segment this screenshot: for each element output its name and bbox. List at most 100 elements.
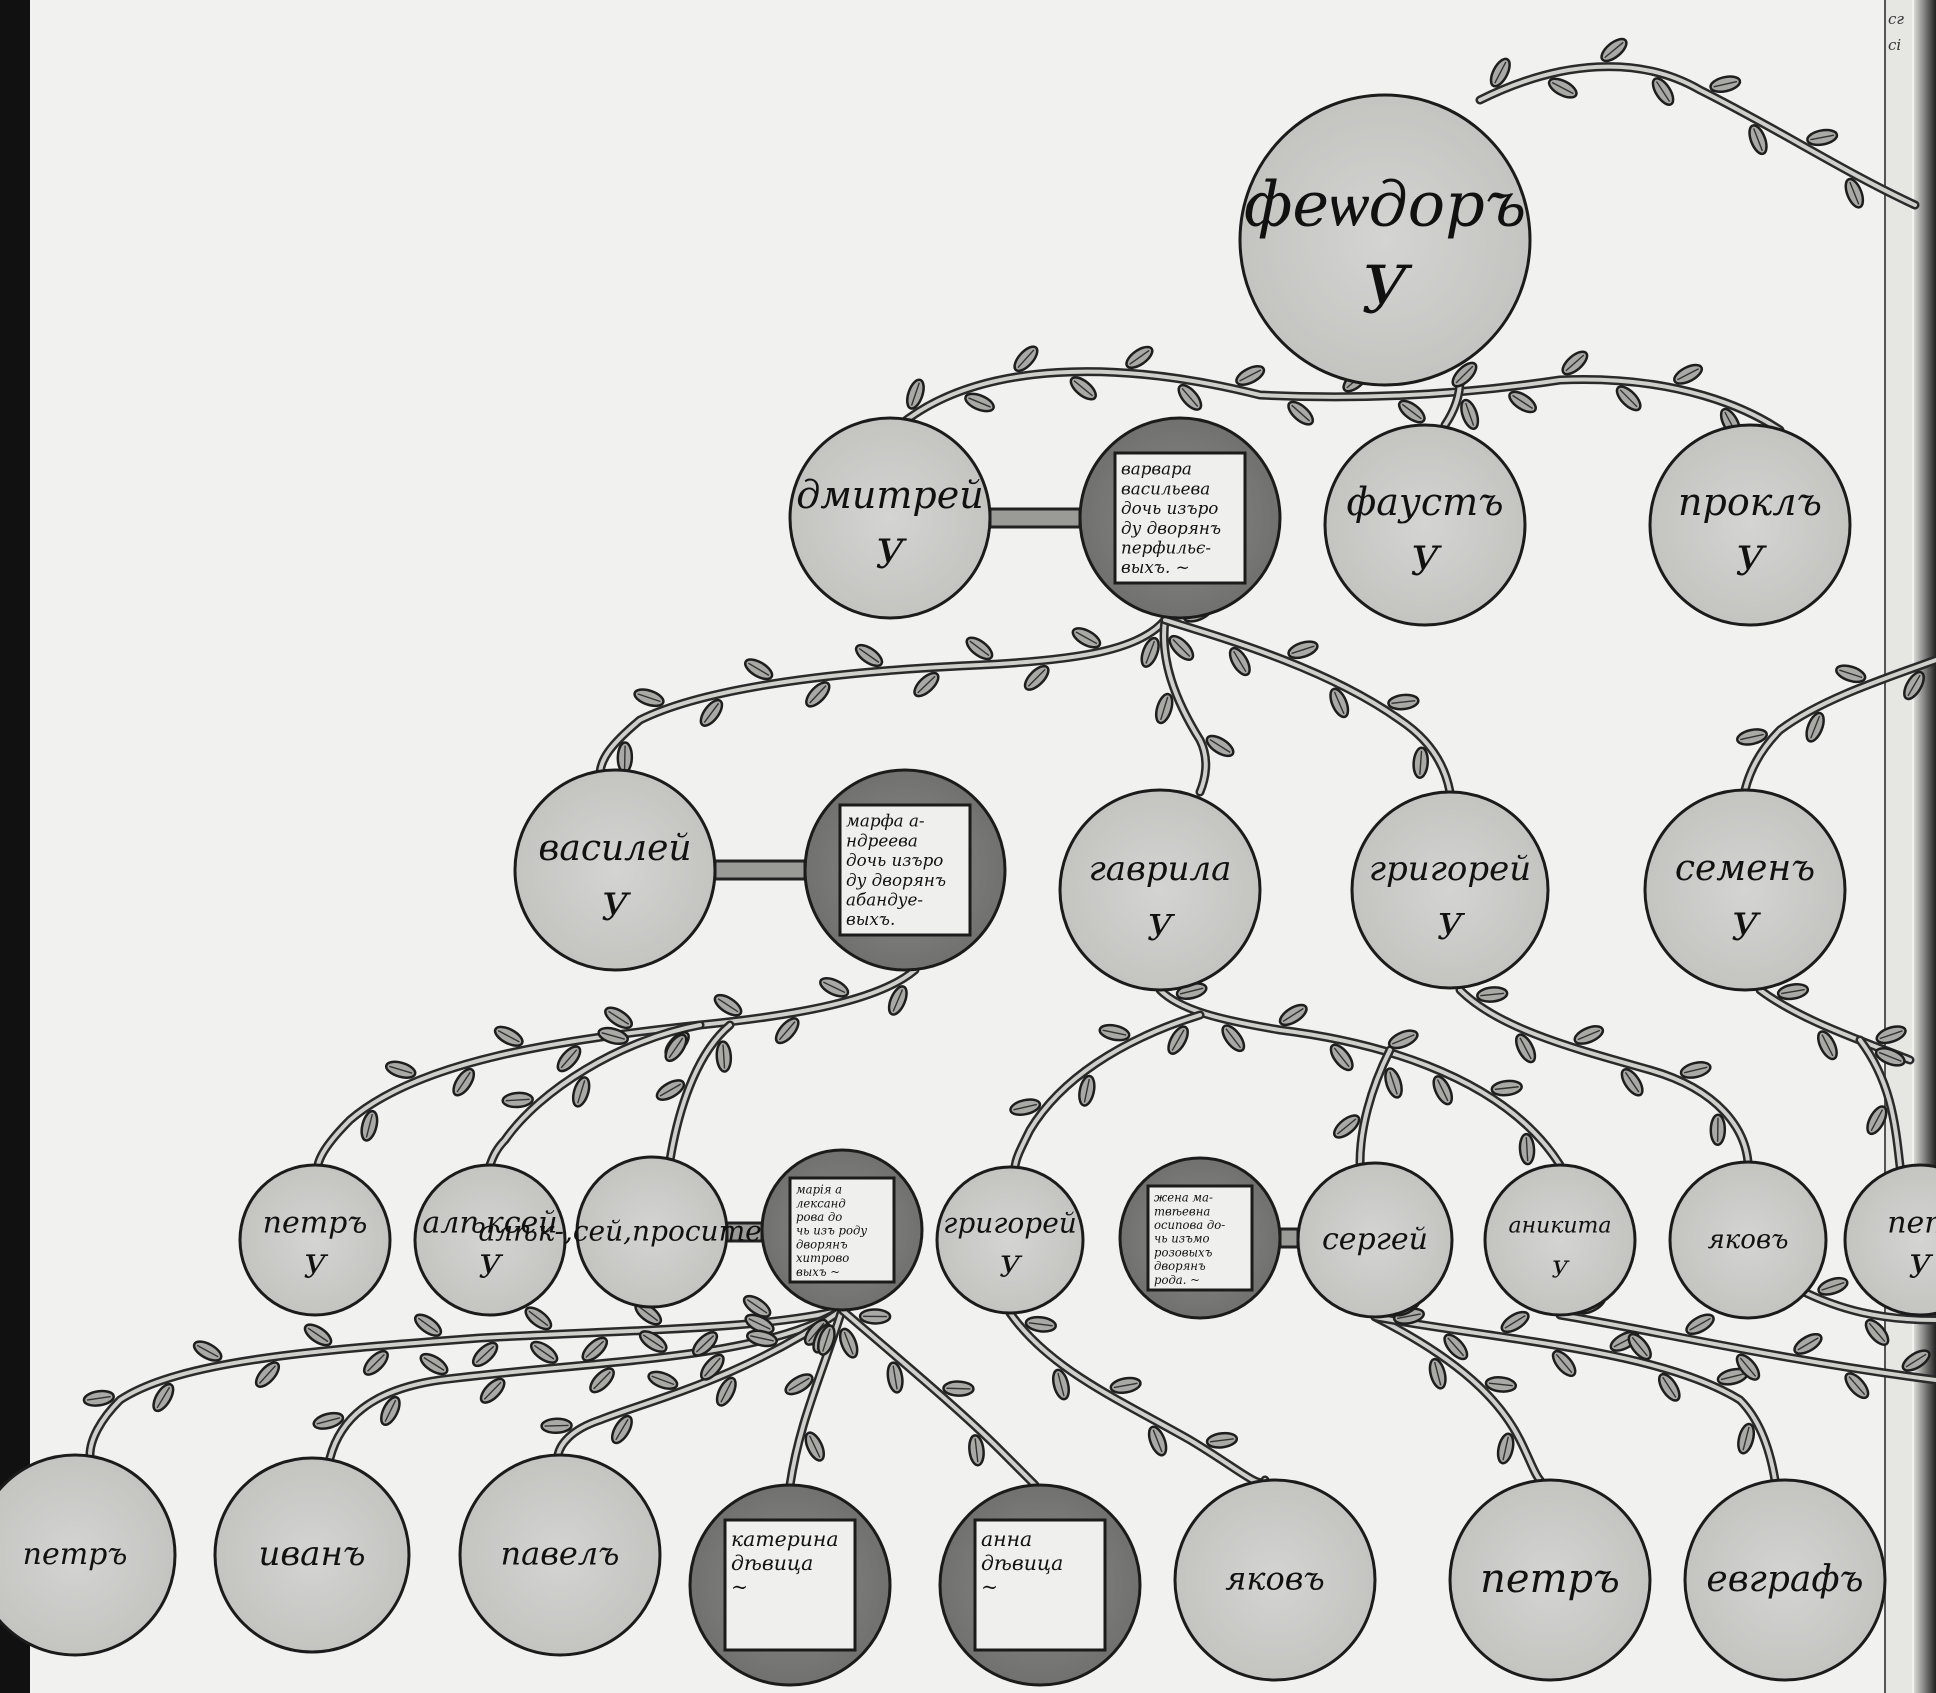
spouse-text-line: хитрово bbox=[796, 1251, 849, 1265]
leaf bbox=[819, 977, 850, 998]
leaf bbox=[604, 1006, 633, 1030]
person-mark: У bbox=[1437, 907, 1465, 948]
person-name: гаврила bbox=[1089, 849, 1232, 889]
leaf bbox=[633, 688, 665, 708]
spouse-text-line: варвара bbox=[1121, 459, 1192, 479]
leaf bbox=[1735, 1353, 1761, 1381]
branch-line-inner bbox=[1458, 988, 1750, 1164]
leaf bbox=[715, 1040, 733, 1073]
leaf bbox=[571, 1076, 591, 1108]
leaf bbox=[1287, 400, 1315, 426]
branch-line-inner bbox=[668, 1023, 732, 1162]
spouse-text-line: дворянъ bbox=[1154, 1259, 1206, 1273]
person-name: дмитрей bbox=[796, 473, 983, 517]
branch-line-inner bbox=[1163, 618, 1452, 794]
leaf bbox=[1412, 746, 1429, 779]
person-mark: У bbox=[1736, 539, 1768, 585]
branch-line-inner bbox=[1743, 658, 1936, 792]
person-circle bbox=[1058, 788, 1262, 992]
leaf bbox=[1098, 1023, 1131, 1042]
spouse-text-line: ~ bbox=[981, 1575, 998, 1599]
spouse-text-line: дѣвица bbox=[731, 1551, 813, 1575]
person-circle bbox=[1238, 93, 1532, 387]
leaf bbox=[1844, 1372, 1870, 1400]
branch-line-inner bbox=[1158, 988, 1562, 1167]
node-pet_clip: петУ bbox=[1843, 1163, 1936, 1317]
leaf bbox=[1387, 693, 1420, 711]
spouse-text-line: ду дворянъ bbox=[846, 870, 946, 890]
spouse-text-line: катерина bbox=[731, 1527, 839, 1551]
leaf bbox=[1476, 986, 1509, 1003]
leaf bbox=[774, 1017, 800, 1045]
leaf bbox=[887, 985, 908, 1016]
leaf bbox=[1685, 1313, 1715, 1336]
leaf bbox=[192, 1340, 223, 1362]
leaf bbox=[254, 1361, 281, 1388]
leaf bbox=[152, 1382, 175, 1413]
leaf bbox=[1140, 636, 1160, 668]
leaf bbox=[1205, 1431, 1239, 1449]
node-iakov2: яковъ bbox=[1173, 1478, 1377, 1682]
leaf bbox=[362, 1349, 389, 1376]
leaf bbox=[1627, 1332, 1652, 1361]
leaf bbox=[1866, 1105, 1888, 1136]
branch-line bbox=[1740, 655, 1936, 795]
leaf bbox=[1221, 1024, 1246, 1053]
leaf bbox=[664, 1033, 688, 1063]
spouse-text-line: розовыхъ bbox=[1154, 1245, 1213, 1259]
leaf bbox=[419, 1352, 449, 1376]
person-mark: У bbox=[999, 1250, 1023, 1284]
spouse-card bbox=[1113, 451, 1247, 585]
leaf bbox=[1154, 692, 1174, 725]
leaf bbox=[913, 671, 940, 698]
leaf bbox=[1051, 1368, 1070, 1401]
leaf bbox=[384, 1060, 417, 1079]
person-circle bbox=[1843, 1163, 1936, 1317]
branch-line-inner bbox=[1373, 1315, 1542, 1482]
person-circle bbox=[1448, 1478, 1652, 1682]
person-name: феѡдоръ bbox=[1244, 168, 1526, 241]
leaf bbox=[581, 1336, 609, 1362]
leaf bbox=[1384, 1067, 1403, 1099]
leaf bbox=[1737, 1422, 1756, 1455]
leaf bbox=[805, 681, 831, 708]
branch-line-inner bbox=[1558, 1313, 1936, 1382]
leaf bbox=[1235, 364, 1266, 386]
person-mark: У bbox=[1361, 254, 1412, 329]
facing-page-edge bbox=[1884, 0, 1912, 1693]
branch-line-inner bbox=[316, 968, 917, 1167]
leaf bbox=[965, 636, 994, 661]
person-circle bbox=[0, 1453, 177, 1657]
branch-line-inner bbox=[1798, 1288, 1936, 1322]
leaf bbox=[968, 1434, 985, 1467]
leaf bbox=[1806, 128, 1839, 147]
leaf bbox=[1484, 1376, 1518, 1393]
leaf bbox=[1518, 1132, 1536, 1166]
leaf bbox=[501, 1091, 534, 1109]
person-name: григорей bbox=[1369, 849, 1531, 889]
person-circle bbox=[413, 1163, 567, 1317]
leaf bbox=[1817, 1276, 1849, 1296]
person-name: яковъ bbox=[1708, 1225, 1789, 1255]
leaf bbox=[589, 1367, 615, 1394]
leaf bbox=[312, 1411, 345, 1430]
spouse-text-line: перфильє- bbox=[1121, 537, 1211, 557]
person-circle bbox=[935, 1165, 1085, 1315]
leaf bbox=[1874, 1047, 1906, 1067]
leaf bbox=[1615, 385, 1642, 412]
person-name: яковъ bbox=[1225, 1560, 1325, 1598]
leaf bbox=[1514, 1033, 1537, 1064]
leaf bbox=[360, 1109, 379, 1142]
leaf bbox=[784, 1373, 814, 1396]
